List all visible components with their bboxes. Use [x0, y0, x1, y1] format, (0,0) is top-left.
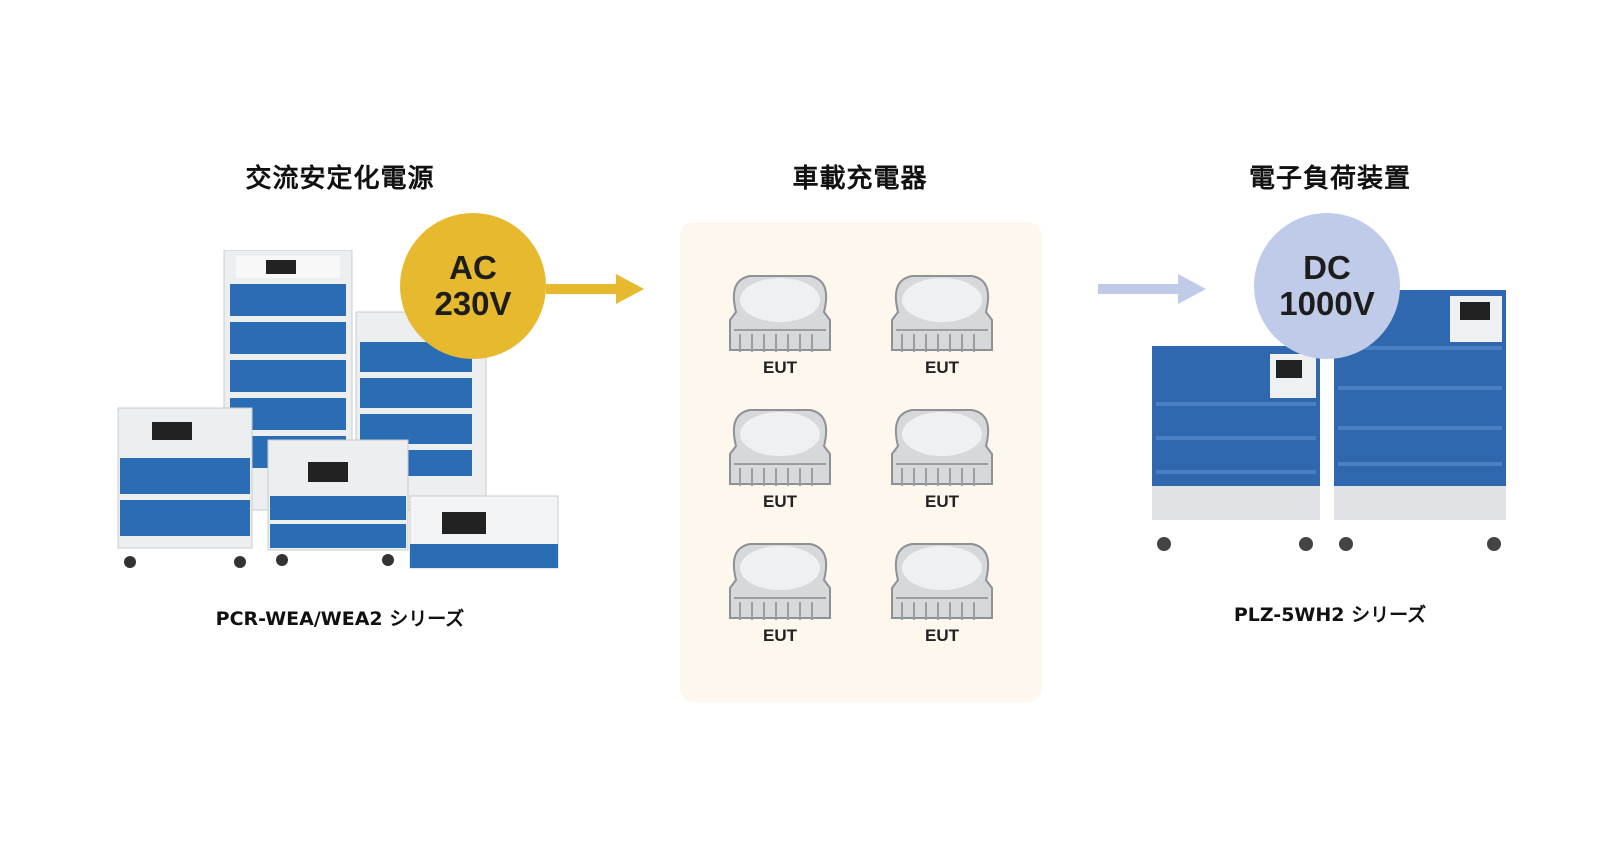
ac-arrow	[546, 272, 646, 306]
eut-unit: EUT	[880, 406, 1004, 522]
eut-label: EUT	[763, 358, 797, 377]
ac-badge-line2: 230V	[434, 285, 512, 322]
source-caption: PCR-WEA/WEA2 シリーズ	[215, 608, 465, 630]
eut-label: EUT	[925, 358, 959, 377]
dc-badge-line1: DC	[1303, 249, 1351, 286]
eut-unit: EUT	[718, 540, 842, 656]
eut-label: EUT	[925, 492, 959, 511]
dc-badge-line2: 1000V	[1279, 285, 1375, 322]
eut-label: EUT	[925, 626, 959, 645]
eut-unit: EUT	[880, 272, 1004, 388]
dc-voltage-badge: DC 1000V	[1254, 213, 1400, 359]
eut-label: EUT	[763, 626, 797, 645]
eut-unit: EUT	[718, 406, 842, 522]
eut-unit: EUT	[718, 272, 842, 388]
load-title: 電子負荷装置	[1248, 164, 1411, 194]
dc-arrow	[1098, 272, 1208, 306]
load-caption: PLZ-5WH2 シリーズ	[1233, 604, 1427, 626]
eut-unit: EUT	[880, 540, 1004, 656]
charger-title: 車載充電器	[792, 164, 928, 194]
ac-voltage-badge: AC 230V	[400, 213, 546, 359]
ac-badge-line1: AC	[449, 249, 497, 286]
eut-label: EUT	[763, 492, 797, 511]
source-title: 交流安定化電源	[245, 164, 435, 194]
